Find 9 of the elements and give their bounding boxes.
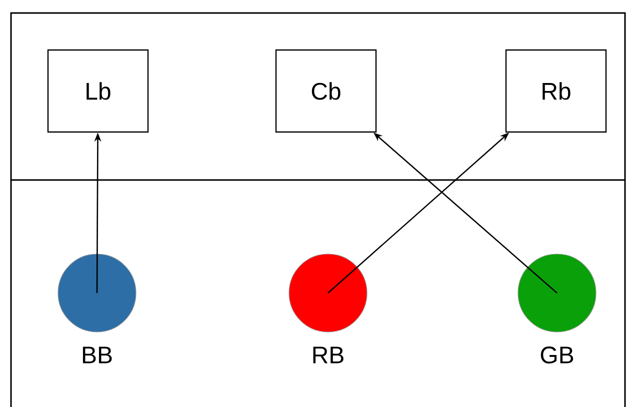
ball-label: GB bbox=[540, 346, 574, 364]
circle-shape bbox=[58, 254, 136, 332]
label-box: Cb bbox=[275, 49, 377, 133]
ball-label: BB bbox=[82, 346, 112, 364]
circle-shape bbox=[288, 254, 368, 332]
label-box: Lb bbox=[47, 49, 149, 133]
label-box: Rb bbox=[505, 49, 607, 133]
circle-shape bbox=[518, 254, 596, 332]
ball-label: RB bbox=[313, 346, 344, 364]
